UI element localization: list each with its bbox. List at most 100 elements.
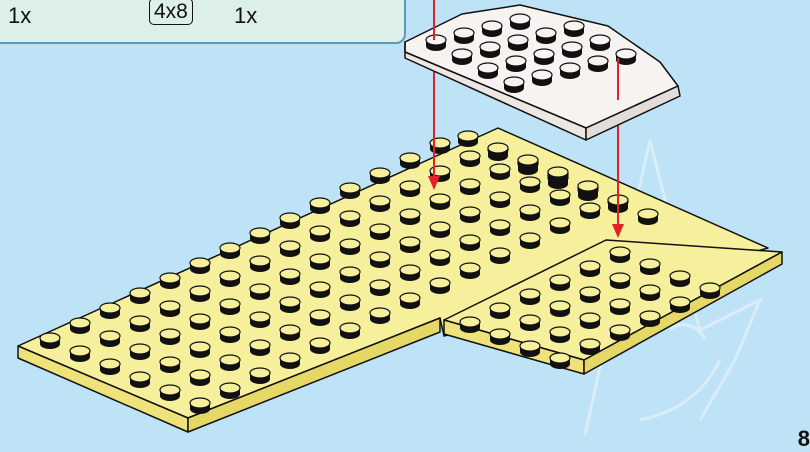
page-number: 8 (798, 426, 810, 452)
stud (430, 278, 450, 294)
stud (250, 284, 270, 300)
stud (490, 329, 510, 345)
stud (310, 198, 330, 214)
stud (638, 209, 658, 225)
stud (220, 299, 240, 315)
stud (520, 233, 540, 249)
yellow-base-plates (18, 128, 782, 432)
stud (550, 327, 570, 343)
stud (370, 308, 390, 324)
stud (700, 283, 720, 299)
stud (70, 346, 90, 362)
stud (160, 357, 180, 373)
stud (250, 368, 270, 384)
stud (370, 168, 390, 184)
stud (478, 63, 498, 79)
stud (160, 385, 180, 401)
stud (490, 248, 510, 264)
stud (490, 303, 510, 319)
part-quantity-1: 1x (8, 3, 31, 29)
white-wedge-plate (405, 5, 680, 140)
stud (588, 56, 608, 72)
stud (670, 297, 690, 313)
stud (452, 49, 472, 65)
stud (220, 327, 240, 343)
stud (518, 155, 538, 171)
stud (610, 325, 630, 341)
stud (532, 70, 552, 86)
stud (504, 77, 524, 93)
stud (564, 21, 584, 37)
stud (220, 383, 240, 399)
stud (160, 329, 180, 345)
stud (250, 312, 270, 328)
stud (130, 344, 150, 360)
stud (550, 301, 570, 317)
stud (250, 340, 270, 356)
stud (400, 237, 420, 253)
stud (550, 353, 570, 369)
stud (250, 228, 270, 244)
stud (550, 275, 570, 291)
stud (426, 35, 446, 51)
stud (482, 21, 502, 37)
stud (520, 205, 540, 221)
stud (506, 56, 526, 72)
stud (550, 190, 570, 206)
stud (510, 14, 530, 30)
stud (160, 273, 180, 289)
stud (488, 143, 508, 159)
stud (340, 295, 360, 311)
stud (70, 318, 90, 334)
stud (190, 314, 210, 330)
stud (460, 317, 480, 333)
stud (220, 271, 240, 287)
stud (130, 316, 150, 332)
stud (562, 42, 582, 58)
stud (40, 333, 60, 349)
stud (340, 183, 360, 199)
part-quantity-2: 1x (234, 3, 257, 29)
stud (370, 224, 390, 240)
assembly-scene (0, 0, 810, 439)
stud (100, 303, 120, 319)
stud (590, 35, 610, 51)
stud (430, 194, 450, 210)
stud (310, 310, 330, 326)
stud (370, 252, 390, 268)
stud (280, 325, 300, 341)
stud (490, 192, 510, 208)
stud (340, 323, 360, 339)
stud (520, 289, 540, 305)
stud (100, 359, 120, 375)
stud (580, 261, 600, 277)
stud (100, 331, 120, 347)
stud (536, 28, 556, 44)
stud (460, 235, 480, 251)
stud (310, 282, 330, 298)
stud (580, 203, 600, 219)
stud (560, 63, 580, 79)
stud (190, 398, 210, 414)
stud (190, 286, 210, 302)
stud (640, 285, 660, 301)
stud (580, 287, 600, 303)
stud (480, 42, 500, 58)
stud (280, 213, 300, 229)
stud (580, 313, 600, 329)
stud (640, 311, 660, 327)
stud (430, 222, 450, 238)
stud (610, 299, 630, 315)
stud (460, 151, 480, 167)
stud (370, 280, 390, 296)
stud (454, 28, 474, 44)
stud (250, 256, 270, 272)
stud (340, 267, 360, 283)
stud (370, 196, 390, 212)
stud (578, 181, 598, 197)
stud (340, 239, 360, 255)
stud (220, 355, 240, 371)
stud (610, 273, 630, 289)
stud (458, 131, 478, 147)
stud (130, 288, 150, 304)
